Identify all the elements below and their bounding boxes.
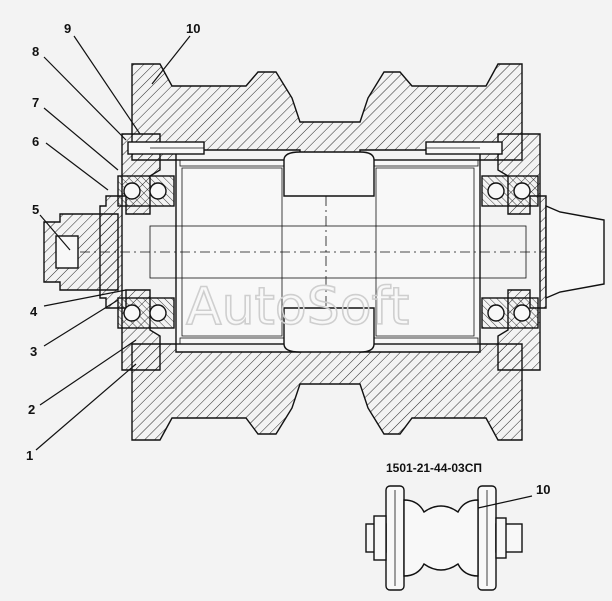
callout-9: 9	[64, 21, 71, 36]
callout-4: 4	[30, 304, 38, 319]
callout-1: 1	[26, 448, 33, 463]
shaft	[60, 196, 600, 308]
roller-body-bottom	[131, 343, 523, 441]
thumbnail-callout-10: 10	[536, 482, 550, 497]
callout-6: 6	[32, 134, 39, 149]
callout-7: 7	[32, 95, 39, 110]
right-axle-end	[545, 204, 605, 300]
thumbnail-code: 1501-21-44-03СП	[386, 461, 482, 475]
spacer-left	[181, 167, 283, 337]
callouts: 1 2 3 4 5 6 7 8 9 10	[26, 21, 200, 463]
left-end-assembly	[43, 133, 205, 371]
leader-lines	[35, 35, 191, 451]
callout-3: 3	[30, 344, 37, 359]
thumb-body	[403, 499, 479, 577]
callout-5: 5	[32, 202, 39, 217]
hub-bottom	[283, 307, 375, 353]
hub-top	[283, 151, 375, 197]
thumbnail-view: 1501-21-44-03СП 10	[365, 461, 550, 591]
left-axle-stub	[43, 213, 119, 291]
callout-2: 2	[28, 402, 35, 417]
callout-8: 8	[32, 44, 39, 59]
right-end-assembly	[425, 133, 605, 371]
callout-10: 10	[186, 21, 200, 36]
watermark: AutoSoft	[186, 277, 409, 337]
spacer-right	[375, 167, 475, 337]
